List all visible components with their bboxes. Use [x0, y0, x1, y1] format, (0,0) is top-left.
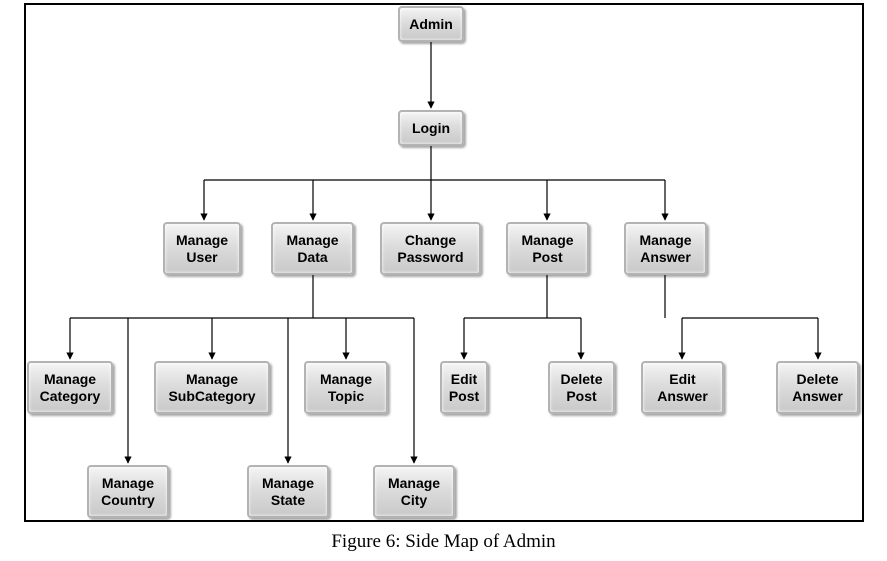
node-delete-post-label: Delete Post: [560, 370, 603, 404]
node-admin: Admin: [398, 6, 464, 42]
edge-data-trunk: [70, 275, 414, 319]
node-delete-post: Delete Post: [548, 361, 615, 414]
node-change-password-label: Change Password: [397, 231, 464, 265]
node-manage-data-label: Manage Data: [286, 231, 339, 265]
node-delete-answer-label: Delete Answer: [792, 370, 843, 404]
node-login-label: Login: [411, 119, 451, 136]
node-manage-state-label: Manage State: [261, 474, 315, 508]
node-manage-category: Manage Category: [27, 361, 113, 414]
node-change-password: Change Password: [380, 222, 481, 275]
node-manage-city-label: Manage City: [387, 474, 441, 508]
node-manage-topic: Manage Topic: [304, 361, 388, 414]
node-admin-label: Admin: [409, 15, 453, 32]
node-manage-subcategory-label: Manage SubCategory: [168, 370, 256, 404]
edge-answer-trunk: [664, 275, 818, 319]
node-manage-user: Manage User: [163, 222, 241, 275]
node-manage-user-label: Manage User: [175, 231, 229, 265]
node-manage-city: Manage City: [373, 465, 455, 518]
node-edit-post: Edit Post: [440, 361, 488, 414]
node-manage-state: Manage State: [247, 465, 329, 518]
node-manage-category-label: Manage Category: [39, 370, 101, 404]
node-manage-country-label: Manage Country: [101, 474, 155, 508]
node-delete-answer: Delete Answer: [776, 361, 859, 414]
node-edit-post-label: Edit Post: [448, 370, 480, 404]
figure-caption: Figure 6: Side Map of Admin: [331, 531, 556, 552]
node-manage-subcategory: Manage SubCategory: [154, 361, 270, 414]
node-manage-answer-label: Manage Answer: [639, 231, 692, 265]
node-login: Login: [398, 110, 464, 146]
node-manage-topic-label: Manage Topic: [319, 370, 373, 404]
edge-login-trunk: [204, 146, 665, 181]
edge-post-trunk: [464, 275, 581, 319]
node-manage-answer: Manage Answer: [624, 222, 707, 275]
node-edit-answer-label: Edit Answer: [657, 370, 708, 404]
node-edit-answer: Edit Answer: [641, 361, 724, 414]
node-manage-post: Manage Post: [506, 222, 589, 275]
node-manage-country: Manage Country: [87, 465, 169, 518]
node-manage-post-label: Manage Post: [521, 231, 574, 265]
node-manage-data: Manage Data: [271, 222, 354, 275]
